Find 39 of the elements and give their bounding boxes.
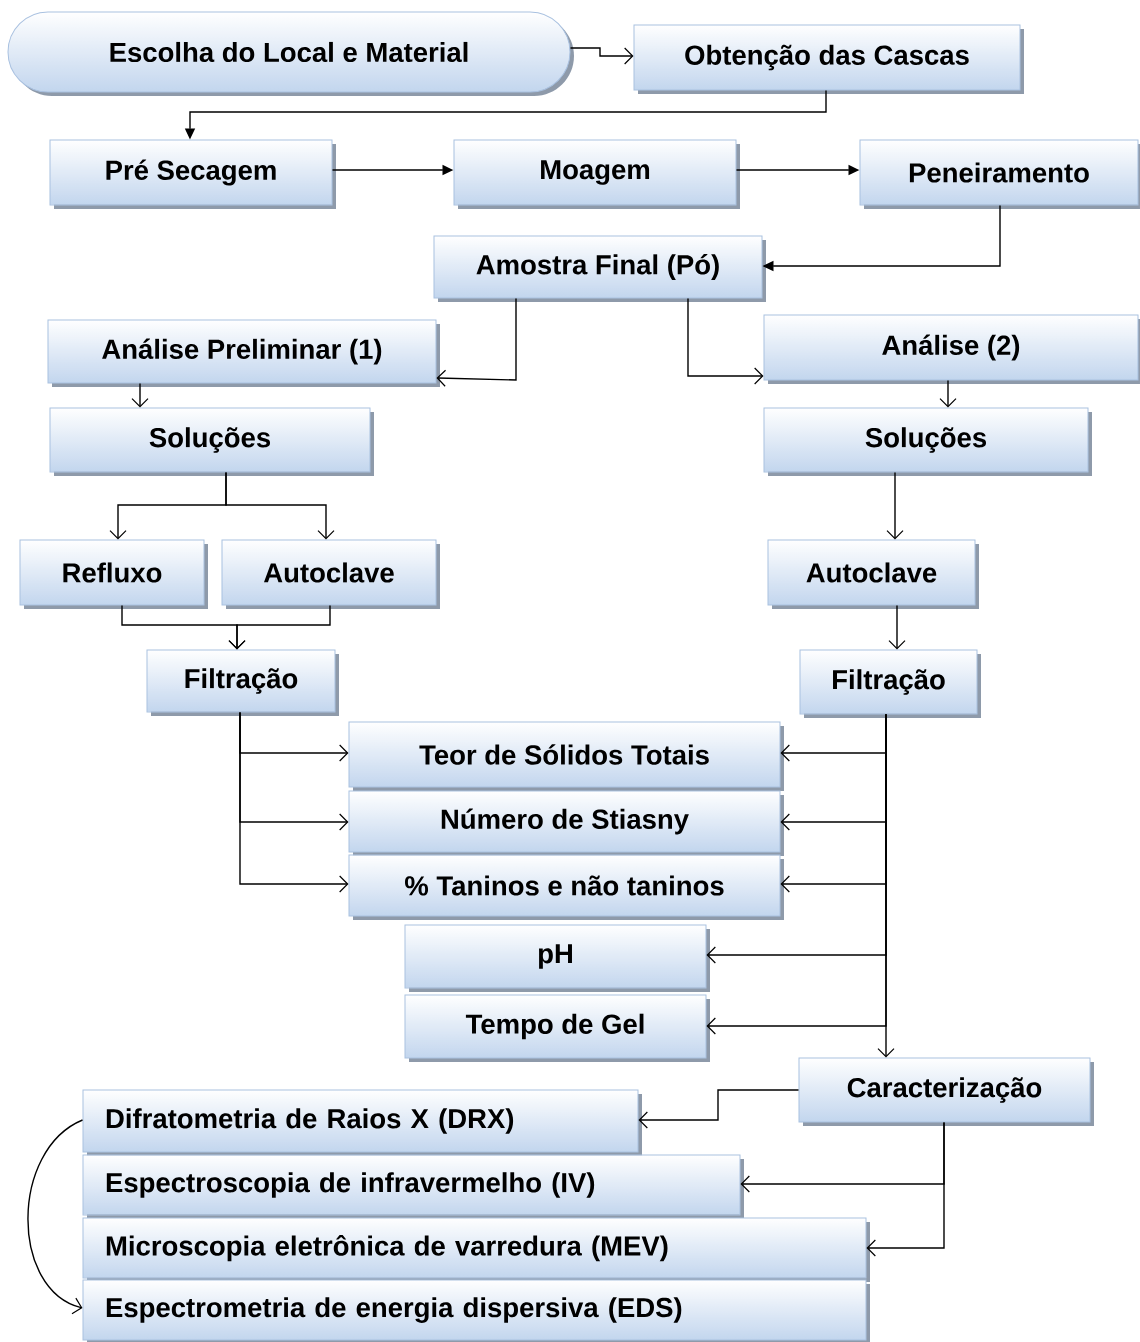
- process-box: Autoclave: [221, 539, 440, 609]
- process-box: Autoclave: [767, 539, 979, 609]
- arrow: [877, 713, 895, 1058]
- process-box: Espectroscopia de infravermelho (IV): [82, 1154, 744, 1219]
- arrow: [27, 1119, 84, 1315]
- arrow: [866, 1121, 945, 1257]
- process-box: Número de Stiasny: [348, 790, 784, 856]
- process-box: % Taninos e não taninos: [348, 854, 784, 920]
- process-box: Tempo de Gel: [404, 994, 710, 1062]
- arrow: [225, 471, 335, 540]
- start-box: Escolha do Local e Material: [7, 11, 574, 96]
- process-box: Pré Secagem: [49, 139, 336, 209]
- process-box: Filtração: [146, 649, 339, 716]
- arrow: [436, 297, 517, 387]
- arrow: [131, 382, 149, 408]
- process-box: Espectrometria de energia dispersiva (EDS): [82, 1279, 870, 1342]
- process-box: pH: [404, 924, 710, 992]
- process-box: Filtração: [799, 649, 981, 718]
- arrow: [228, 604, 331, 650]
- process-box: Microscopia eletrônica de varredura (MEV): [82, 1217, 870, 1282]
- arrow: [939, 379, 957, 408]
- process-box: Difratometria de Raios X (DRX): [82, 1089, 642, 1156]
- process-box: Moagem: [453, 139, 740, 209]
- arrow: [638, 1089, 800, 1129]
- arrow: [687, 297, 764, 385]
- process-box: Peneiramento: [859, 139, 1140, 209]
- process-box: Análise Preliminar (1): [47, 319, 440, 387]
- process-box: Amostra Final (Pó): [433, 235, 766, 302]
- process-box: Soluções: [49, 407, 374, 476]
- process-box: Análise (2): [763, 314, 1140, 384]
- process-box: Refluxo: [19, 539, 208, 609]
- process-box: Obtenção das Cascas: [633, 24, 1024, 94]
- arrow: [569, 47, 634, 65]
- arrow: [888, 604, 906, 650]
- arrow: [886, 471, 904, 540]
- process-box: Soluções: [763, 407, 1092, 476]
- arrow: [239, 711, 349, 893]
- process-box: Caracterização: [798, 1057, 1094, 1126]
- process-box: Teor de Sólidos Totais: [348, 721, 784, 791]
